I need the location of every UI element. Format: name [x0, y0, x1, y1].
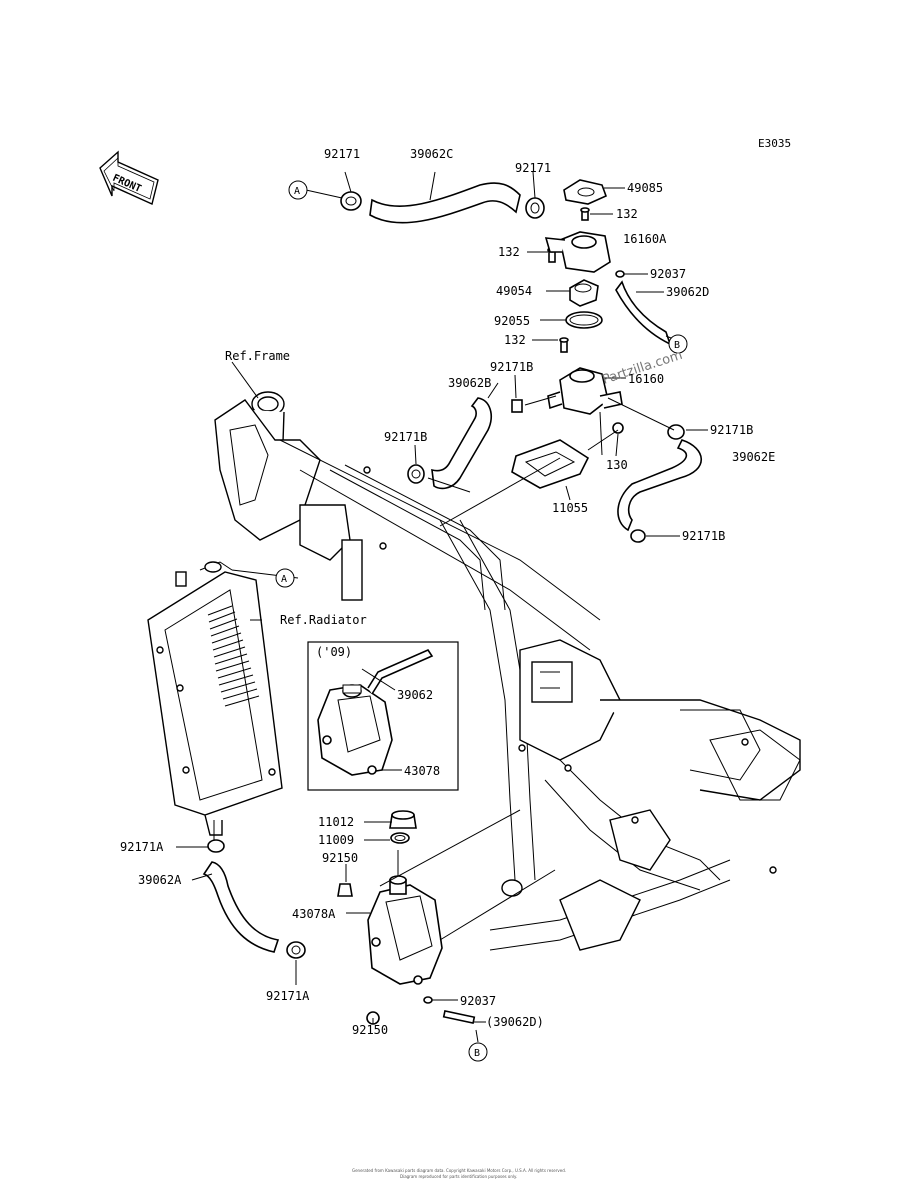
clamp-92171B-d: [630, 529, 646, 543]
clamp-92171B-c: [667, 424, 685, 440]
clamp-92171B-b: [407, 464, 425, 484]
part-labels: 92171 39062C 92171 49085 132 16160A 132 …: [120, 147, 775, 1037]
part-label-39062E: 39062E: [732, 450, 775, 464]
callout-a-top-label: A: [294, 186, 300, 197]
part-label-92171A-a: 92171A: [120, 840, 164, 854]
clamp-92171A-b: [286, 941, 306, 959]
part-label-11009: 11009: [318, 833, 354, 847]
part-label-43078: 43078: [404, 764, 440, 778]
part-label-92037-top: 92037: [650, 267, 686, 281]
part-label-39062A: 39062A: [138, 873, 182, 887]
hose-39062A-drawing: [202, 861, 280, 953]
part-label-92055: 92055: [494, 314, 530, 328]
part-label-39062B: 39062B: [448, 376, 491, 390]
part-label-39062D-paren: (39062D): [486, 1015, 544, 1029]
hose-39062C-drawing: [369, 182, 521, 224]
part-label-92171B-c: 92171B: [710, 423, 753, 437]
clip-92037-bottom: [423, 996, 433, 1004]
part-label-92171-top-right: 92171: [515, 161, 551, 175]
part-label-16160A: 16160A: [623, 232, 667, 246]
inset-label: ('09): [316, 645, 352, 659]
callout-a-radiator-label: A: [281, 574, 287, 585]
part-label-92037-bottom: 92037: [460, 994, 496, 1008]
clip-92037-top: [615, 270, 625, 278]
part-label-16160: 16160: [628, 372, 664, 386]
footer-line-2: Diagram reproduced for parts identificat…: [400, 1174, 517, 1179]
hose-39062E-drawing: [617, 439, 702, 532]
reservoir-tank-drawing: [367, 810, 443, 985]
hose-39062D-bottom-drawing: [442, 1009, 476, 1025]
part-label-11012: 11012: [318, 815, 354, 829]
part-label-132-a: 132: [616, 207, 638, 221]
housing-16160-drawing: [547, 367, 623, 415]
bolt-132-a: [580, 207, 590, 221]
clamp-92171B-a: [511, 399, 523, 413]
callout-b-top-label: B: [674, 340, 680, 351]
radiator-drawing: [147, 561, 283, 836]
housing-16160A-drawing: [544, 231, 611, 273]
callout-a-top: A: [288, 180, 308, 200]
part-label-92171B-d: 92171B: [682, 529, 725, 543]
part-label-92171A-b: 92171A: [266, 989, 310, 1003]
bolt-130: [612, 422, 624, 434]
callout-b-bottom-label: B: [474, 1048, 480, 1059]
callout-a-radiator: A: [275, 568, 295, 588]
part-label-132-c: 132: [504, 333, 526, 347]
inset-reservoir-drawing: [317, 648, 434, 776]
part-label-92150-a: 92150: [322, 851, 358, 865]
part-label-92150-b: 92150: [352, 1023, 388, 1037]
inset-box: [307, 641, 459, 791]
diagram-code: E3035: [758, 137, 791, 150]
part-label-39062C: 39062C: [410, 147, 453, 161]
hose-39062D-drawing: [615, 280, 672, 346]
part-label-49085: 49085: [627, 181, 663, 195]
part-label-39062D: 39062D: [666, 285, 709, 299]
callout-b-bottom: B: [468, 1042, 488, 1062]
front-arrow-icon: FRONT: [99, 150, 159, 205]
part-label-92171B-b: 92171B: [384, 430, 427, 444]
clamp-92171-left: [340, 191, 362, 211]
part-label-43078A: 43078A: [292, 907, 336, 921]
bolt-132-c: [559, 337, 569, 353]
ref-radiator-label: Ref.Radiator: [280, 613, 367, 627]
cover-49085-drawing: [563, 179, 608, 205]
ref-frame-label: Ref.Frame: [225, 349, 290, 363]
leader-lines: [176, 171, 708, 1043]
hose-39062B-drawing: [431, 397, 492, 490]
thermostat-49054-drawing: [569, 279, 599, 307]
clamp-92171-right: [525, 197, 545, 219]
bolt-92150-a: [337, 883, 353, 897]
part-label-49054: 49054: [496, 284, 532, 298]
footer-line-1: Generated from Kawasaki parts diagram da…: [352, 1168, 566, 1173]
o-ring-92055: [565, 311, 603, 329]
part-label-92171-top-left: 92171: [324, 147, 360, 161]
part-label-92171B-a: 92171B: [490, 360, 533, 374]
part-label-11055: 11055: [552, 501, 588, 515]
part-label-132-b: 132: [498, 245, 520, 259]
clamp-92171A-a: [207, 839, 225, 853]
callout-b-top: B: [668, 334, 688, 354]
part-label-130: 130: [606, 458, 628, 472]
part-label-39062-inset: 39062: [397, 688, 433, 702]
frame-drawing: [214, 391, 801, 951]
